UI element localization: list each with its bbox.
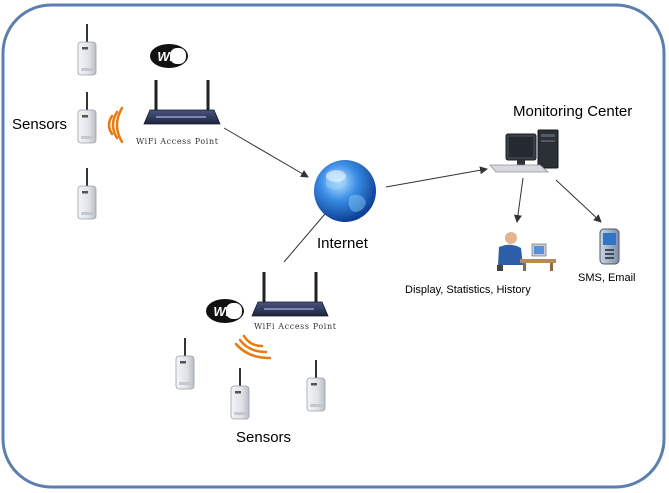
wireless-signal-icon (107, 106, 124, 144)
arrow-monitoring-to-display (513, 177, 524, 223)
arrow-monitoring-to-sms (555, 179, 602, 223)
diagram-frame (1, 3, 666, 489)
wifi-logo-icon: WiFi (206, 299, 244, 323)
monitoring-center-label: Monitoring Center (513, 103, 633, 120)
wireless-sensor-icon (306, 359, 326, 412)
sms-email-label: SMS, Email (578, 272, 636, 284)
wifi-logo-text: WiFi (157, 49, 185, 64)
wireless-sensor-icon (77, 91, 97, 144)
sensors-label-top: Sensors (12, 116, 68, 133)
wifi-router-icon (142, 78, 222, 126)
arrow-bottom-ap-to-internet (283, 207, 331, 263)
internet-globe-icon (314, 160, 376, 222)
sensors-label-bottom: Sensors (236, 429, 292, 446)
wifi-logo-icon: WiFi (150, 44, 188, 68)
wireless-sensor-icon (230, 367, 250, 420)
arrow-top-ap-to-internet (223, 127, 309, 178)
access-point-label-bottom: WiFi Access Point (254, 322, 337, 331)
access-point-label-top: WiFi Access Point (136, 137, 219, 146)
operator-at-desk-icon (497, 232, 556, 271)
display-statistics-history-label: Display, Statistics, History (405, 284, 531, 296)
wifi-router-icon (250, 270, 330, 318)
wireless-sensor-icon (77, 23, 97, 76)
wireless-sensor-icon (175, 337, 195, 390)
wifi-logo-text: WiFi (213, 304, 241, 319)
arrow-internet-to-monitoring (385, 166, 488, 188)
wireless-sensor-icon (77, 167, 97, 220)
internet-label: Internet (317, 235, 368, 252)
mobile-phone-icon (599, 228, 620, 265)
wireless-signal-icon (234, 334, 272, 360)
desktop-computer-icon (489, 129, 559, 173)
